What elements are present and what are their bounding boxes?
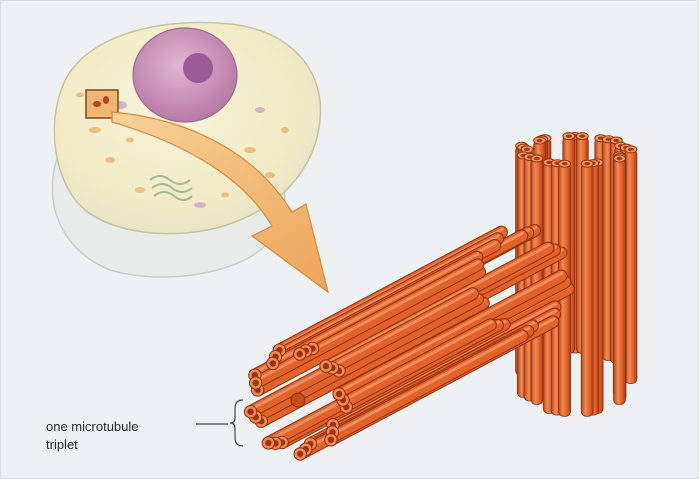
microtubule-lumen [584, 162, 590, 165]
nucleolus [183, 53, 213, 83]
microtubule-lumen [328, 437, 334, 443]
microtubule-lumen [613, 139, 619, 142]
microtubule-lumen [253, 380, 259, 386]
microtubule-lumen [566, 134, 572, 137]
microtubule-lumen [336, 391, 342, 397]
microtubule-label-line1: one microtubule [46, 419, 139, 434]
microtubule [625, 149, 637, 383]
microtubule-lumen [270, 360, 276, 366]
microtubule-lumen [537, 139, 543, 142]
microtubule-label-line2: triplet [46, 437, 78, 452]
microtubule-lumen [247, 409, 253, 415]
microtubule-lumen [534, 157, 540, 160]
microtubule-lumen [579, 134, 585, 137]
microtubule [614, 159, 626, 405]
microtubule-lumen [265, 440, 271, 446]
microtubule-lumen [628, 148, 634, 151]
microtubule-lumen [297, 451, 303, 457]
microtubule-lumen [562, 162, 568, 165]
microtubule-lumen [323, 363, 329, 369]
microtubule-lumen [617, 157, 623, 160]
microtubule-lumen [297, 351, 303, 357]
microtubule [581, 164, 593, 417]
centriole-hub [291, 393, 305, 407]
microtubule-lumen [524, 148, 530, 151]
